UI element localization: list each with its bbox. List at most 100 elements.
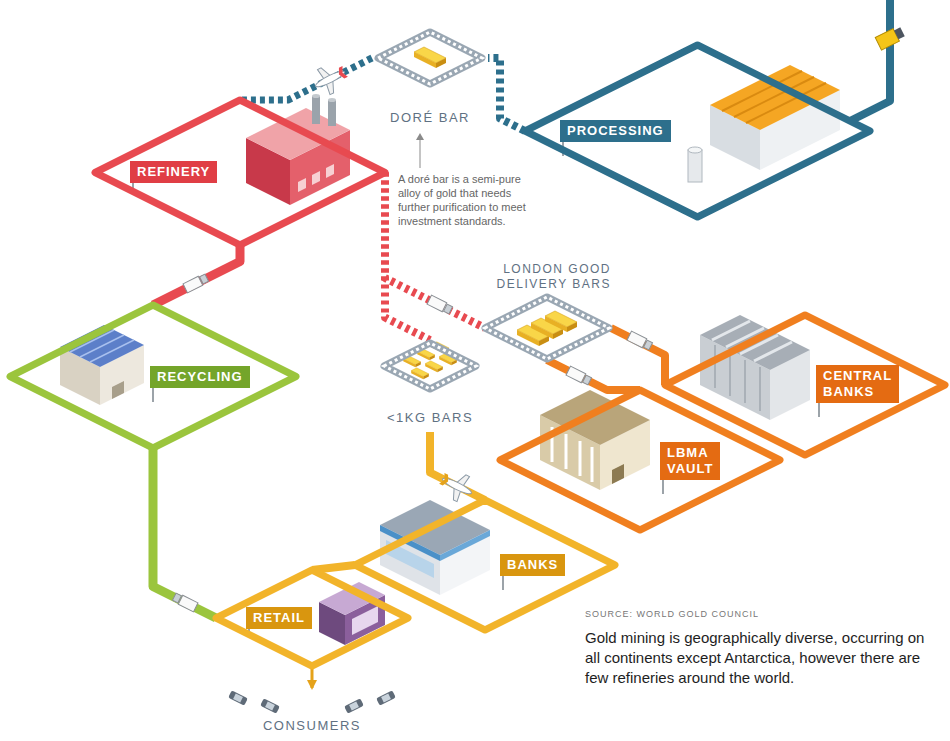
truck (178, 595, 198, 612)
vault-building (565, 434, 568, 469)
consumer-car (344, 698, 364, 713)
truck (444, 304, 453, 314)
gold-bars (545, 311, 577, 332)
leader-arrow (420, 137, 421, 168)
bar-plate: DORÉ BAR (372, 30, 488, 130)
central-bank-building (729, 352, 731, 396)
airplane (336, 66, 348, 80)
plate-outline (485, 297, 609, 359)
bar-plate: LONDON GOOD DELIVERY BARS (485, 262, 611, 360)
platform-outline (216, 570, 408, 666)
plate-outline (384, 343, 476, 389)
retail-building (352, 606, 378, 635)
refinery-building (326, 164, 334, 178)
supply-route (312, 565, 355, 570)
flag-label: RECYCLING (150, 366, 250, 388)
platform-outline (216, 570, 408, 666)
truck (172, 592, 198, 612)
supply-route (240, 58, 372, 100)
plate-outline (485, 262, 611, 360)
consumer-car (376, 690, 396, 705)
central-bank-building (714, 345, 716, 388)
supply-route (611, 328, 665, 385)
consumer-car (228, 690, 248, 705)
refinery-building (328, 98, 336, 102)
flag-pole (133, 120, 819, 633)
refinery-building (298, 178, 306, 192)
recycling-building (90, 340, 134, 362)
central-bank-building (759, 367, 761, 411)
recycling-building (60, 325, 144, 405)
gold-bars (425, 361, 443, 373)
consumer-car (260, 698, 280, 713)
vault-building (579, 441, 582, 476)
platform-node: PROCESSING (525, 45, 870, 217)
platform-outline (95, 100, 385, 245)
platform-node: CENTRAL BANKS (665, 315, 945, 455)
consumer-car (344, 698, 364, 713)
bar-label: <1KG BARS (387, 410, 473, 426)
truck (644, 340, 653, 350)
flag-label: REFINERY (130, 161, 217, 183)
truck (183, 276, 203, 293)
truck (183, 273, 209, 293)
consumer-car (260, 698, 280, 713)
caption-text: Gold mining is geographically diverse, o… (585, 628, 943, 688)
truck (566, 366, 592, 386)
platform-outline (665, 315, 945, 455)
platform-outline (500, 390, 780, 530)
mine-road (850, 0, 890, 121)
platform-node: LBMA VAULT (500, 390, 780, 530)
consumer-group: CONSUMERS (212, 688, 412, 736)
consumer-car (233, 694, 243, 703)
platform-node: RECYCLING (10, 305, 296, 448)
plate-outline (378, 32, 482, 84)
recycling-building (112, 381, 124, 399)
platform-node: RETAIL (216, 570, 408, 666)
airplane (436, 466, 478, 506)
central-bank-building (744, 360, 746, 403)
bar-label: CONSUMERS (263, 718, 361, 734)
processing-building (688, 65, 840, 182)
vault-building (540, 390, 650, 445)
truck (427, 295, 447, 312)
note-text: A doré bar is a semi-pure alloy of gold … (398, 172, 533, 228)
supply-route (430, 432, 485, 500)
mine-truck (875, 25, 905, 50)
truck (427, 295, 453, 315)
refinery-building (312, 94, 320, 98)
plate-outline (384, 343, 476, 389)
refinery-building (328, 100, 336, 126)
truck (583, 375, 592, 385)
processing-building (710, 65, 840, 130)
vault-building (540, 390, 650, 490)
supply-route (488, 58, 525, 131)
platform-outline (10, 305, 296, 448)
truck (566, 366, 586, 383)
supply-route (153, 448, 216, 618)
mine-road (850, 0, 890, 121)
plate-outline (485, 297, 609, 359)
truck (172, 593, 181, 603)
refinery-building (312, 96, 320, 124)
central-bank-building (754, 342, 792, 361)
consumer-car (228, 690, 248, 705)
consumer-car (265, 702, 275, 711)
vault-building (591, 447, 594, 482)
truck (627, 331, 653, 351)
consumer-car (376, 690, 396, 705)
leader-arrow (416, 133, 424, 140)
platform-outline (500, 390, 780, 530)
consumer-car (381, 694, 391, 703)
central-bank-building (700, 315, 810, 420)
mine-truck (894, 27, 905, 39)
flag-label: RETAIL (246, 607, 312, 629)
bar-plate: <1KG BARS (378, 340, 482, 432)
bar-label: DORÉ BAR (390, 110, 470, 126)
source-text: SOURCE: WORLD GOLD COUNCIL (585, 608, 759, 620)
flag-label: LBMA VAULT (660, 442, 720, 480)
leader-arrow (416, 133, 424, 168)
consumer-car (228, 690, 396, 713)
